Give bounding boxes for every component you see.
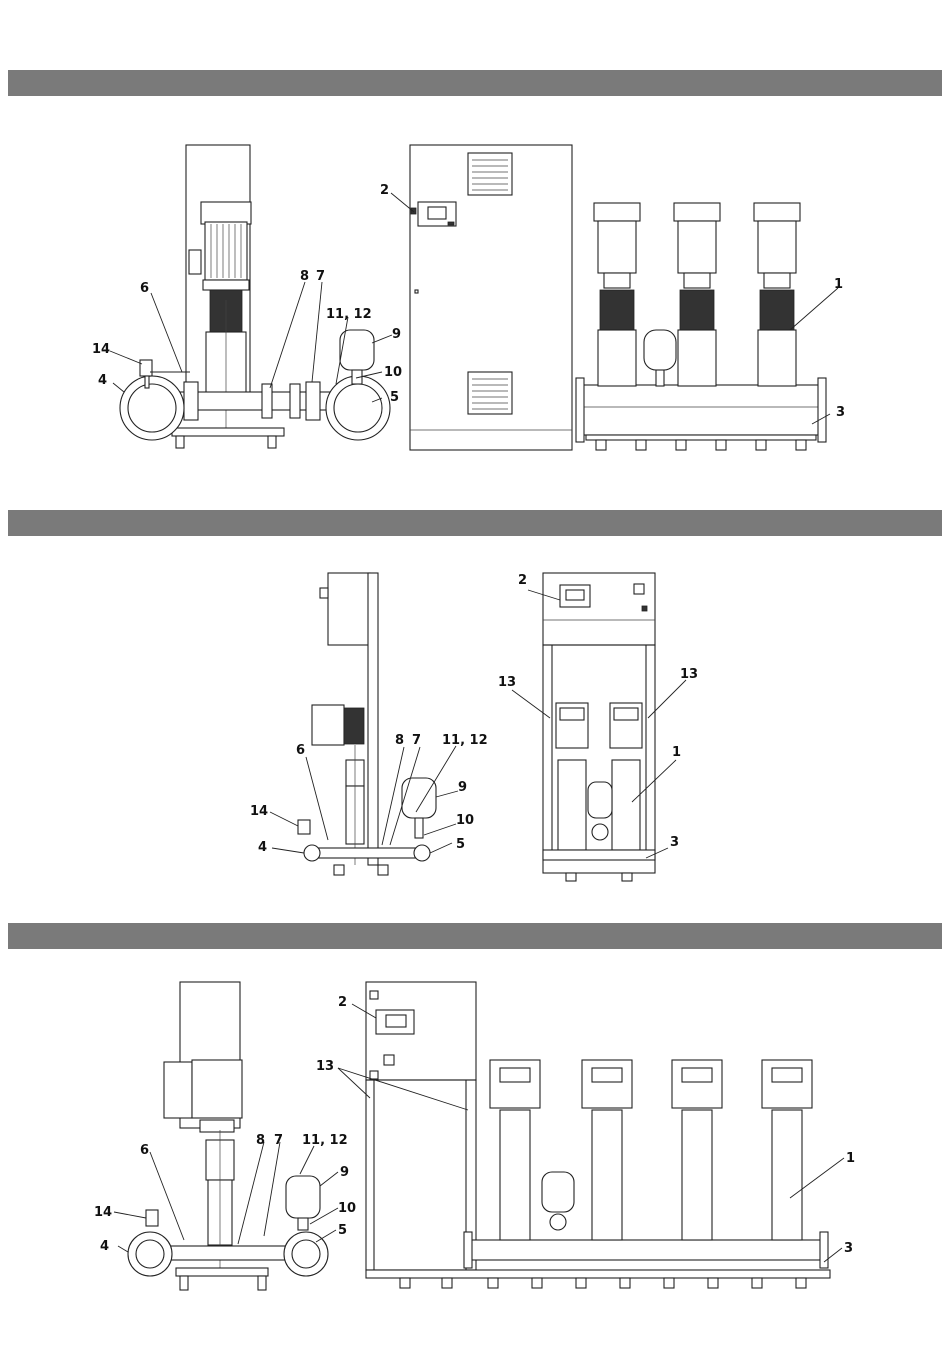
section-3-drawing: 2 13 1 3 4 5 6 8 7 11, 12 9 10 14	[0, 960, 950, 1300]
s1-label-10: 10	[384, 365, 402, 380]
s3-label-13: 13	[316, 1059, 334, 1074]
s2-label-13-left: 13	[498, 675, 516, 690]
s3-label-7: 7	[274, 1133, 283, 1148]
s1-side-view	[120, 145, 390, 448]
s1-label-7: 7	[316, 269, 325, 284]
s1-label-3: 3	[836, 405, 845, 420]
s3-label-11-12: 11, 12	[302, 1133, 348, 1148]
s1-label-11-12: 11, 12	[326, 307, 372, 322]
section-2-drawing: 2 13 13 1 3 4 5 6 8 7 11, 12 9 10 14	[0, 540, 950, 890]
s2-label-4: 4	[258, 840, 267, 855]
s1-label-9: 9	[392, 327, 401, 342]
s1-label-8: 8	[300, 269, 309, 284]
s2-label-6: 6	[296, 743, 305, 758]
s1-label-4: 4	[98, 373, 107, 388]
s1-label-1: 1	[834, 277, 843, 292]
s2-label-3: 3	[670, 835, 679, 850]
s3-label-10: 10	[338, 1201, 356, 1216]
s3-label-9: 9	[340, 1165, 349, 1180]
s2-label-14: 14	[250, 804, 268, 819]
s2-side-view	[298, 573, 436, 875]
s2-label-8: 8	[395, 733, 404, 748]
s2-label-11-12: 11, 12	[442, 733, 488, 748]
s3-label-5: 5	[338, 1223, 347, 1238]
s2-front-view	[543, 573, 655, 881]
s3-label-14: 14	[94, 1205, 112, 1220]
s1-label-6: 6	[140, 281, 149, 296]
section-3-header-band	[8, 923, 942, 949]
s1-front-cabinet	[410, 145, 572, 450]
s3-label-3: 3	[844, 1241, 853, 1256]
s3-front-view	[366, 982, 830, 1288]
s3-side-view	[128, 982, 328, 1290]
s3-label-1: 1	[846, 1151, 855, 1166]
s2-label-1: 1	[672, 745, 681, 760]
s3-label-8: 8	[256, 1133, 265, 1148]
s3-label-4: 4	[100, 1239, 109, 1254]
section-1-drawing: 2 1 3 4 5 6 8 7 11, 12 9 10 14	[0, 0, 950, 480]
s3-label-2: 2	[338, 995, 347, 1010]
s2-label-5: 5	[456, 837, 465, 852]
s2-label-2: 2	[518, 573, 527, 588]
s2-label-10: 10	[456, 813, 474, 828]
s3-label-6: 6	[140, 1143, 149, 1158]
s1-label-5: 5	[390, 390, 399, 405]
section-2-header-band	[8, 510, 942, 536]
s2-label-9: 9	[458, 780, 467, 795]
s2-label-7: 7	[412, 733, 421, 748]
s1-label-2: 2	[380, 183, 389, 198]
s2-label-13-right: 13	[680, 667, 698, 682]
s1-label-14: 14	[92, 342, 110, 357]
s1-pump-row	[576, 203, 826, 450]
